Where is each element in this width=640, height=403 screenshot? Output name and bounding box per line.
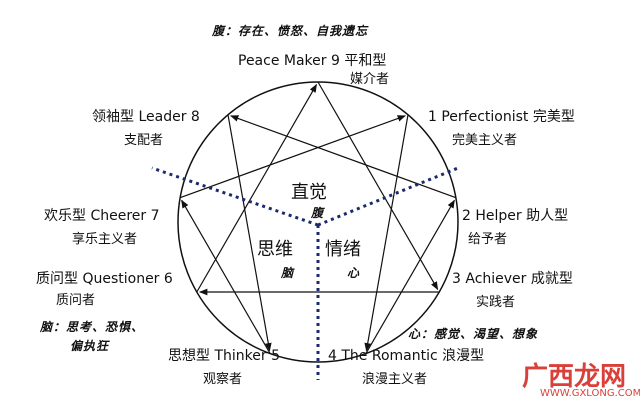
role-type-7: 享乐主义者 — [72, 232, 138, 247]
label-type-8: 领袖型 Leader 8 — [92, 109, 200, 125]
label-type-4: 4 The Romantic 浪漫型 — [328, 348, 485, 364]
hexad-line-7-1 — [179, 115, 406, 199]
hexad-line-1-4 — [364, 114, 409, 352]
label-type-6: 质问型 Questioner 6 — [36, 271, 173, 287]
triangle-line-6-9 — [196, 83, 318, 293]
right-note: 心：感觉、渴望、想象 — [408, 327, 539, 341]
hexad-line-8-5 — [227, 114, 272, 352]
role-type-9: 媒介者 — [350, 72, 390, 87]
center-gut-sub: 腹 — [311, 206, 324, 220]
center-gut-label: 直觉 — [291, 182, 327, 203]
hexad-line-5-7 — [181, 199, 271, 354]
hexad-line-4-2 — [365, 199, 455, 354]
center-head-label: 思维 — [257, 239, 293, 260]
watermark-text: 广西龙网 — [522, 362, 627, 392]
role-type-1: 完美主义者 — [452, 133, 518, 148]
hexad-line-2-8 — [230, 115, 457, 199]
role-type-3: 实践者 — [476, 295, 516, 310]
role-type-4: 浪漫主义者 — [362, 372, 428, 387]
role-type-5: 观察者 — [203, 372, 243, 387]
role-type-8: 支配者 — [124, 133, 164, 148]
label-type-7: 欢乐型 Cheerer 7 — [44, 208, 160, 224]
label-type-1: 1 Perfectionist 完美型 — [428, 109, 575, 125]
center-head-sub: 脑 — [281, 266, 294, 280]
label-type-5: 思想型 Thinker 5 — [168, 348, 280, 364]
role-type-2: 给予者 — [468, 232, 508, 247]
center-heart-sub: 心 — [347, 266, 360, 280]
center-heart-label: 情绪 — [325, 239, 361, 260]
left-note-line2: 偏执狂 — [70, 339, 110, 353]
left-note-line1: 脑：思考、恐惧、 — [40, 320, 145, 334]
label-type-2: 2 Helper 助人型 — [462, 208, 569, 224]
label-type-3: 3 Achiever 成就型 — [452, 271, 573, 287]
top-note: 腹：存在、愤怒、自我遗忘 — [212, 24, 369, 38]
divider-right — [317, 166, 459, 227]
watermark-url: WWW.GXLONG.COM — [540, 388, 640, 399]
triangle-line-9-3 — [317, 81, 439, 291]
outer-circle — [177, 81, 459, 363]
role-type-6: 质问者 — [56, 293, 96, 308]
label-type-9: Peace Maker 9 平和型 — [238, 53, 387, 69]
divider-left — [151, 166, 319, 227]
